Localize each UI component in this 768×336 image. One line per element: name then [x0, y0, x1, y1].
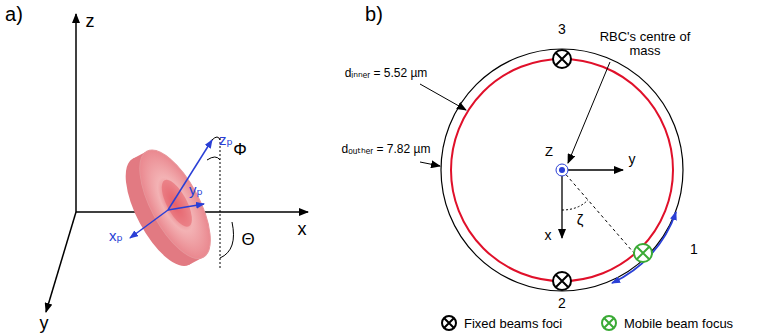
legend-text: Mobile beam focus — [624, 316, 733, 331]
focus-symbol — [600, 314, 618, 332]
focus-symbol — [440, 314, 458, 332]
panel-letter: b) — [365, 3, 383, 25]
axis-label: x — [298, 220, 307, 240]
axis-label: x — [545, 228, 552, 243]
angle-label: Θ — [241, 231, 254, 250]
dimension: dₒᵤₜₕₑᵣ = 7.82 µm — [342, 143, 431, 156]
legend-row: Mobile beam focus — [600, 314, 733, 332]
axis-label: Z — [545, 145, 553, 159]
callout-number: 1 — [690, 242, 698, 257]
legend-row: Fixed beams foci — [440, 314, 562, 332]
axis-label: zₚ — [219, 132, 233, 149]
callout-number: 2 — [558, 296, 566, 311]
axis-label: y — [629, 152, 636, 167]
callout-number: 3 — [558, 22, 566, 37]
angle-label: ζ — [577, 212, 584, 229]
annotation: RBC's centre of mass — [590, 30, 700, 59]
axis-label: xₚ — [109, 228, 123, 245]
dimension: dᵢₙₙₑᵣ = 5.52 µm — [345, 67, 428, 80]
panel-letter: a) — [5, 3, 23, 25]
legend-text: Fixed beams foci — [464, 316, 562, 331]
axis-label: y — [40, 314, 49, 334]
angle-label: Φ — [233, 141, 247, 160]
axis-label: z — [86, 12, 95, 32]
axis-label: yₚ — [189, 182, 203, 199]
